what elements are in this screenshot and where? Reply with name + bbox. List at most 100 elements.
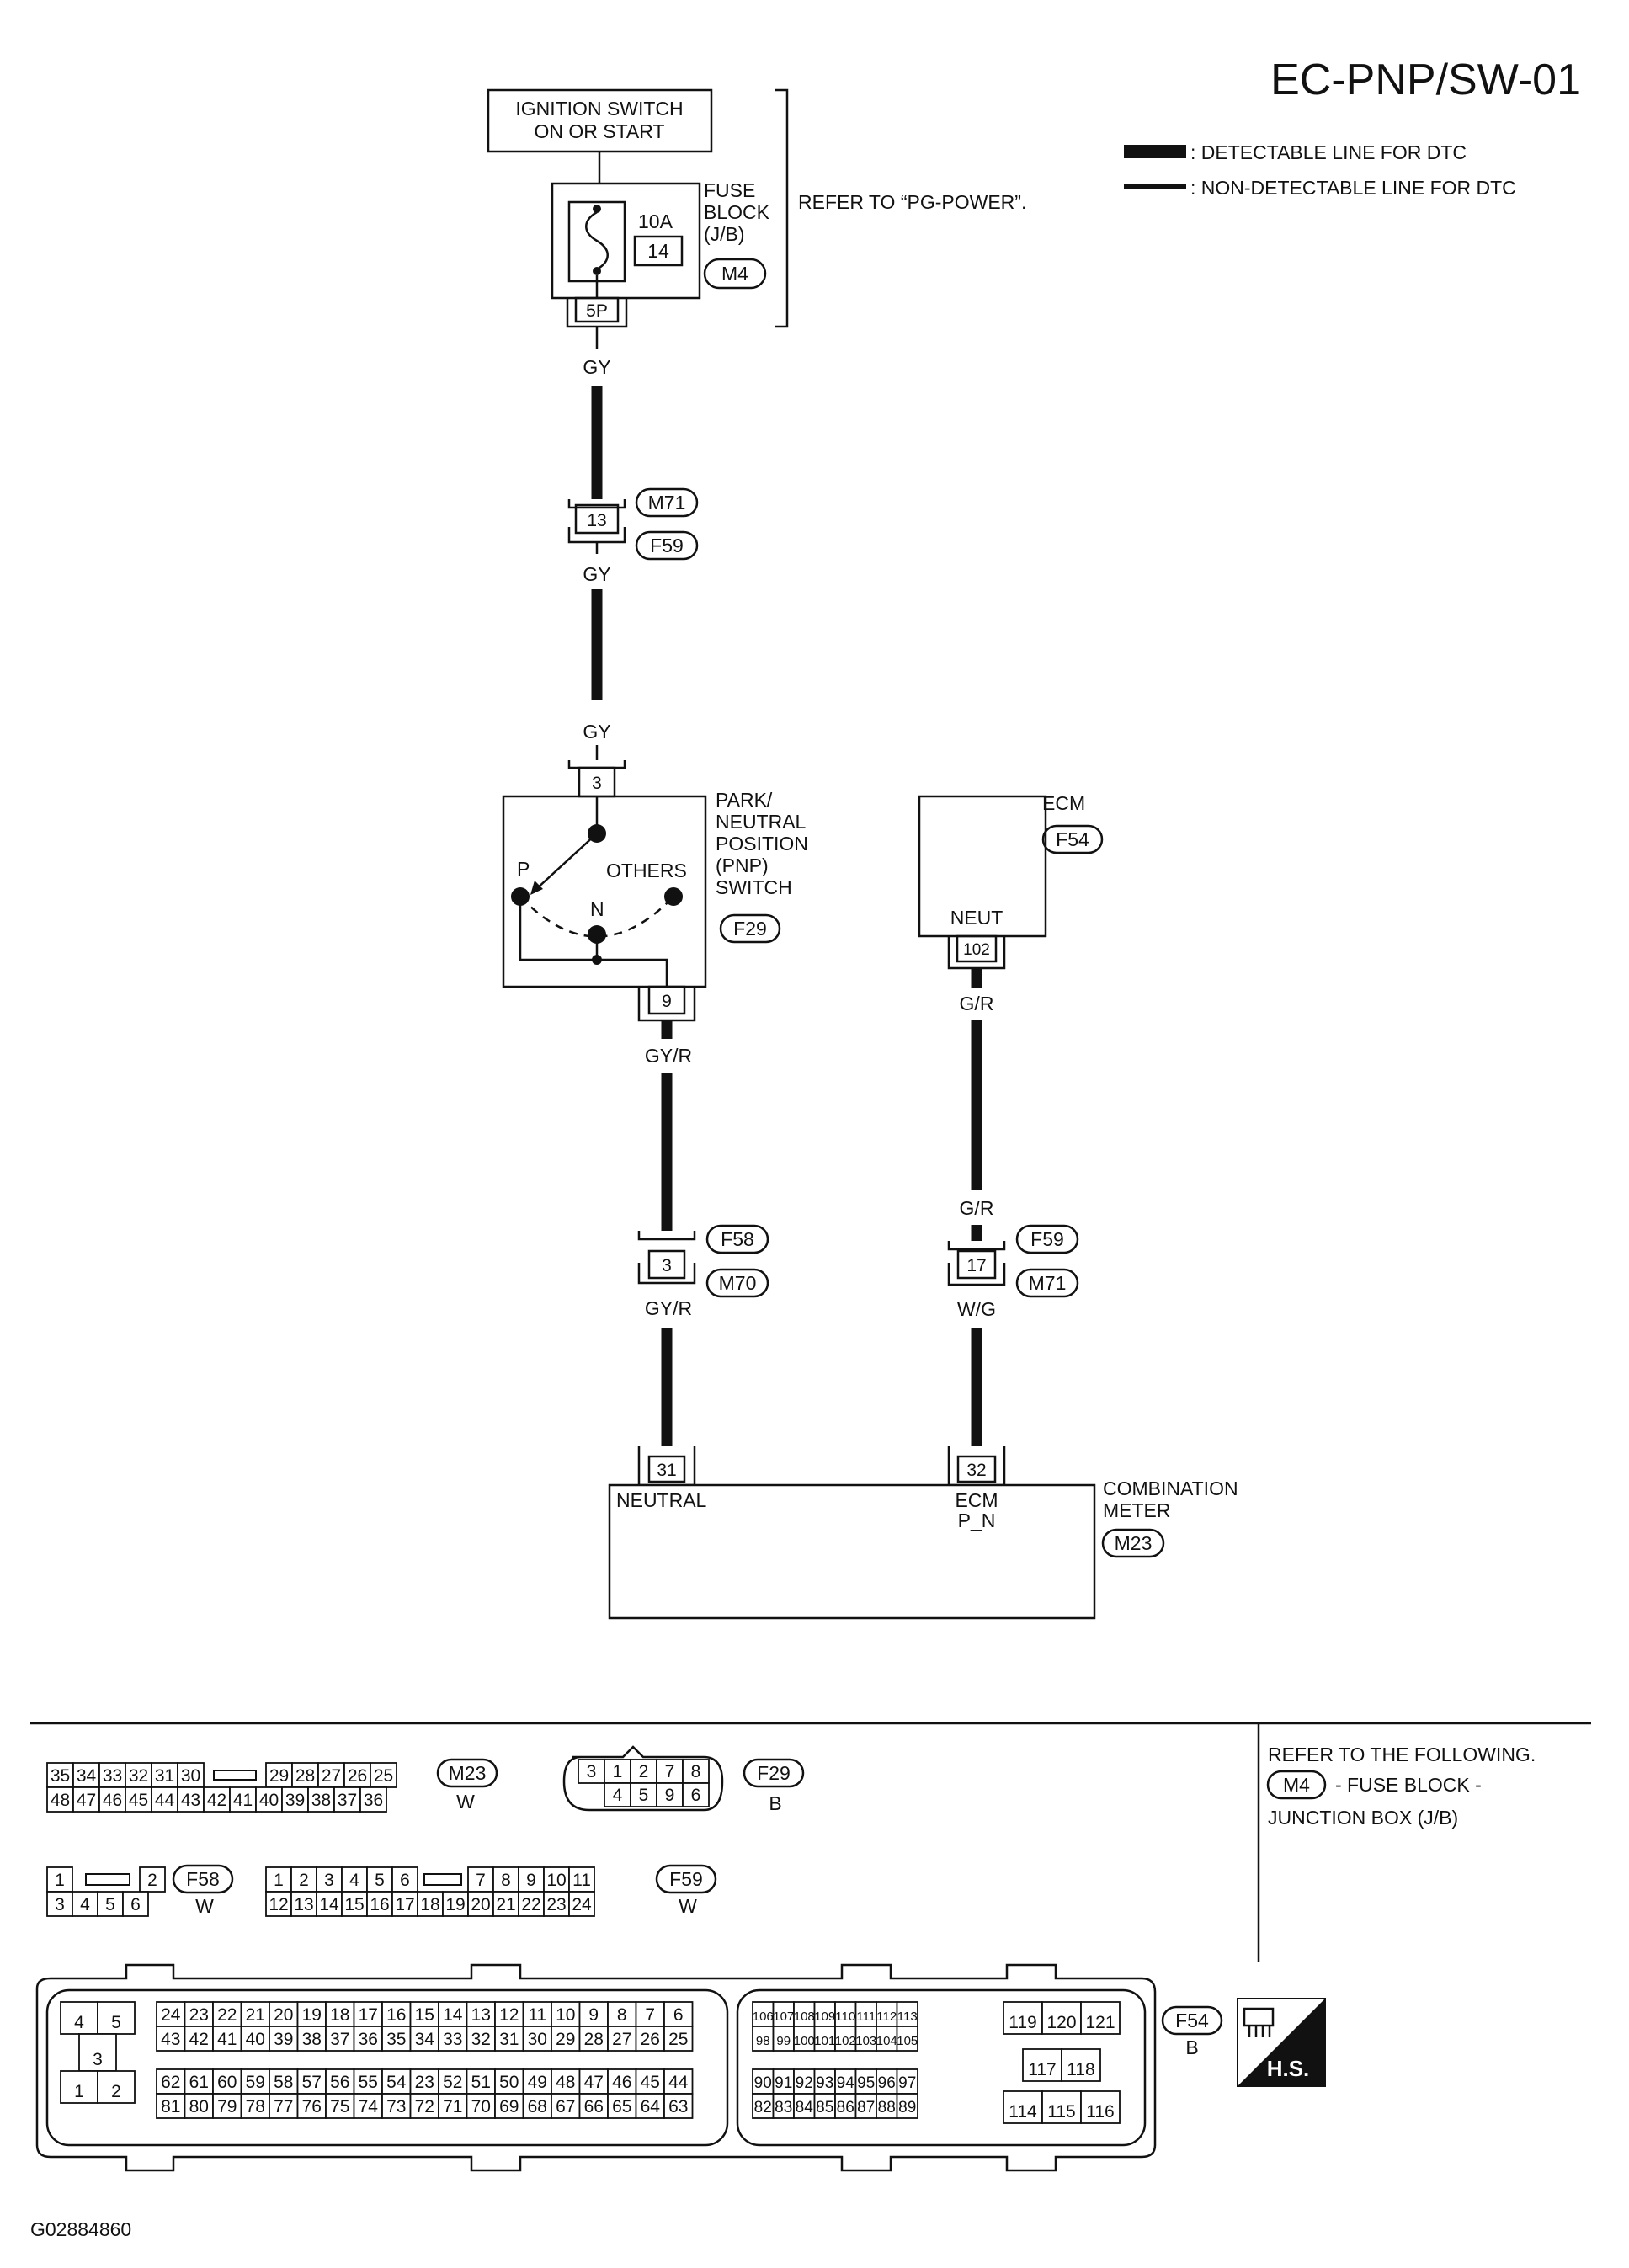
- meter-terminal-ecm: ECM: [955, 1489, 998, 1511]
- cavity-box: [793, 2026, 816, 2052]
- conn3-top-badge: [705, 1224, 769, 1254]
- conn17-bracket-top: [947, 1241, 1006, 1251]
- cavity-number: 40: [259, 1791, 279, 1810]
- cavity-box: [834, 2068, 857, 2095]
- cavity-number: 61: [189, 2073, 209, 2092]
- cavity-number: 33: [103, 1766, 122, 1786]
- cavity-box: [793, 2093, 816, 2119]
- conn13-pin: 13: [587, 511, 606, 530]
- cavity-number: 32: [471, 2030, 491, 2049]
- cavity-number: 38: [302, 2030, 322, 2049]
- refer-following-title: REFER TO THE FOLLOWING.: [1268, 1744, 1536, 1765]
- cavity-number: 20: [471, 1895, 490, 1914]
- fuse-pin: 5P: [586, 301, 608, 321]
- wire-color-gy-3: GY: [583, 721, 610, 743]
- cavity-number: 6: [400, 1871, 410, 1890]
- f29-housing: [562, 1745, 724, 1812]
- cavity-number: 105: [897, 2034, 918, 2048]
- legend-non-detectable-swatch: [1124, 184, 1186, 189]
- cavity-box: [156, 2093, 186, 2119]
- cavity-number: 22: [217, 2005, 237, 2025]
- cavity-number: 1: [613, 1762, 623, 1781]
- f29-color: B: [769, 1792, 781, 1814]
- cavity-box: [578, 2026, 609, 2052]
- fuse-number-box: [633, 235, 684, 267]
- conn3-bracket-bottom: [637, 1263, 696, 1285]
- meter-pin32: 32: [966, 1461, 986, 1480]
- cavity-number: 26: [348, 1766, 367, 1786]
- f58-lock-tab: [85, 1873, 130, 1886]
- cavity-number: 1: [274, 1871, 284, 1890]
- hs-connector-icon: [1243, 2007, 1275, 2037]
- conn17-bottom-badge: [1015, 1268, 1079, 1298]
- cavity-number: 96: [878, 2074, 896, 2092]
- conn17-pin-box: [956, 1249, 997, 1280]
- conn17-top-id: F59: [1030, 1228, 1064, 1250]
- cavity-box: [255, 1786, 283, 1813]
- cavity-box: [125, 1762, 152, 1788]
- fuse-pin-box: [574, 296, 620, 323]
- cavity-number: 1: [74, 2082, 84, 2101]
- cavity-number: 36: [359, 2030, 378, 2049]
- ecm-pin: 102: [963, 941, 990, 959]
- cavity-number: 3: [587, 1762, 597, 1781]
- cavity-box: [341, 1891, 368, 1917]
- ignition-switch-label-1: IGNITION SWITCH: [515, 98, 683, 120]
- cavity-box: [359, 1786, 387, 1813]
- cavity-box: [663, 2093, 694, 2119]
- cavity-number: 28: [295, 1766, 315, 1786]
- cavity-box: [438, 2001, 468, 2027]
- cavity-number: 16: [370, 1895, 389, 1914]
- cavity-box: [663, 2001, 694, 2027]
- cavity-box: [607, 2026, 637, 2052]
- cavity-number: 101: [814, 2034, 835, 2048]
- cavity-box: [438, 2093, 468, 2119]
- cavity-number: 18: [420, 1895, 439, 1914]
- cavity-number: 30: [181, 1766, 200, 1786]
- cavity-box: [409, 2026, 439, 2052]
- refer-connector-id: M4: [1283, 1774, 1310, 1796]
- cavity-box: [492, 1866, 519, 1893]
- cavity-box: [518, 1866, 545, 1893]
- cavity-number: 35: [51, 1766, 70, 1786]
- cavity-box: [1022, 2048, 1062, 2082]
- cavity-number: 65: [612, 2097, 631, 2116]
- fuse-amperage: 10A: [638, 210, 673, 232]
- cavity-box: [813, 2026, 836, 2052]
- cavity-number: 54: [386, 2073, 407, 2092]
- cavity-box: [854, 2001, 877, 2027]
- cavity-number: 88: [878, 2099, 896, 2116]
- cavity-number: 91: [775, 2074, 792, 2092]
- cavity-number: 46: [612, 2073, 631, 2092]
- pnp-out-pin-box: [647, 985, 686, 1015]
- hs-badge-triangle: [1238, 1999, 1325, 2086]
- cavity-number: 26: [641, 2030, 660, 2049]
- cavity-box: [1080, 2001, 1121, 2035]
- cavity-number: 92: [796, 2074, 813, 2092]
- fuse-connector-id: M4: [721, 263, 748, 285]
- conn3-bracket-top: [637, 1231, 696, 1241]
- cavity-number: 23: [189, 2005, 209, 2025]
- cavity-number: 19: [302, 2005, 322, 2025]
- fuse-terminal-top: [593, 205, 601, 213]
- m23-id: M23: [449, 1762, 487, 1784]
- cavity-number: 35: [386, 2030, 406, 2049]
- cavity-box: [316, 1891, 343, 1917]
- cavity-number: 102: [835, 2034, 856, 2048]
- cavity-number: 37: [338, 1791, 357, 1810]
- f59-lock-tab: [423, 1873, 462, 1886]
- cavity-box: [635, 2001, 665, 2027]
- cavity-number: 67: [556, 2097, 575, 2116]
- conn3-pin-box: [647, 1249, 686, 1280]
- cavity-number: 39: [285, 1791, 305, 1810]
- f54-id: F54: [1175, 2010, 1209, 2031]
- cavity-number: 89: [898, 2099, 916, 2116]
- cavity-box: [381, 2093, 412, 2119]
- cavity-number: 45: [129, 1791, 148, 1810]
- cavity-number: 46: [103, 1791, 122, 1810]
- meter-terminal-pn: P_N: [958, 1509, 996, 1531]
- cavity-box: [325, 2026, 355, 2052]
- cavity-box: [772, 2026, 795, 2052]
- cavity-number: 71: [443, 2097, 462, 2116]
